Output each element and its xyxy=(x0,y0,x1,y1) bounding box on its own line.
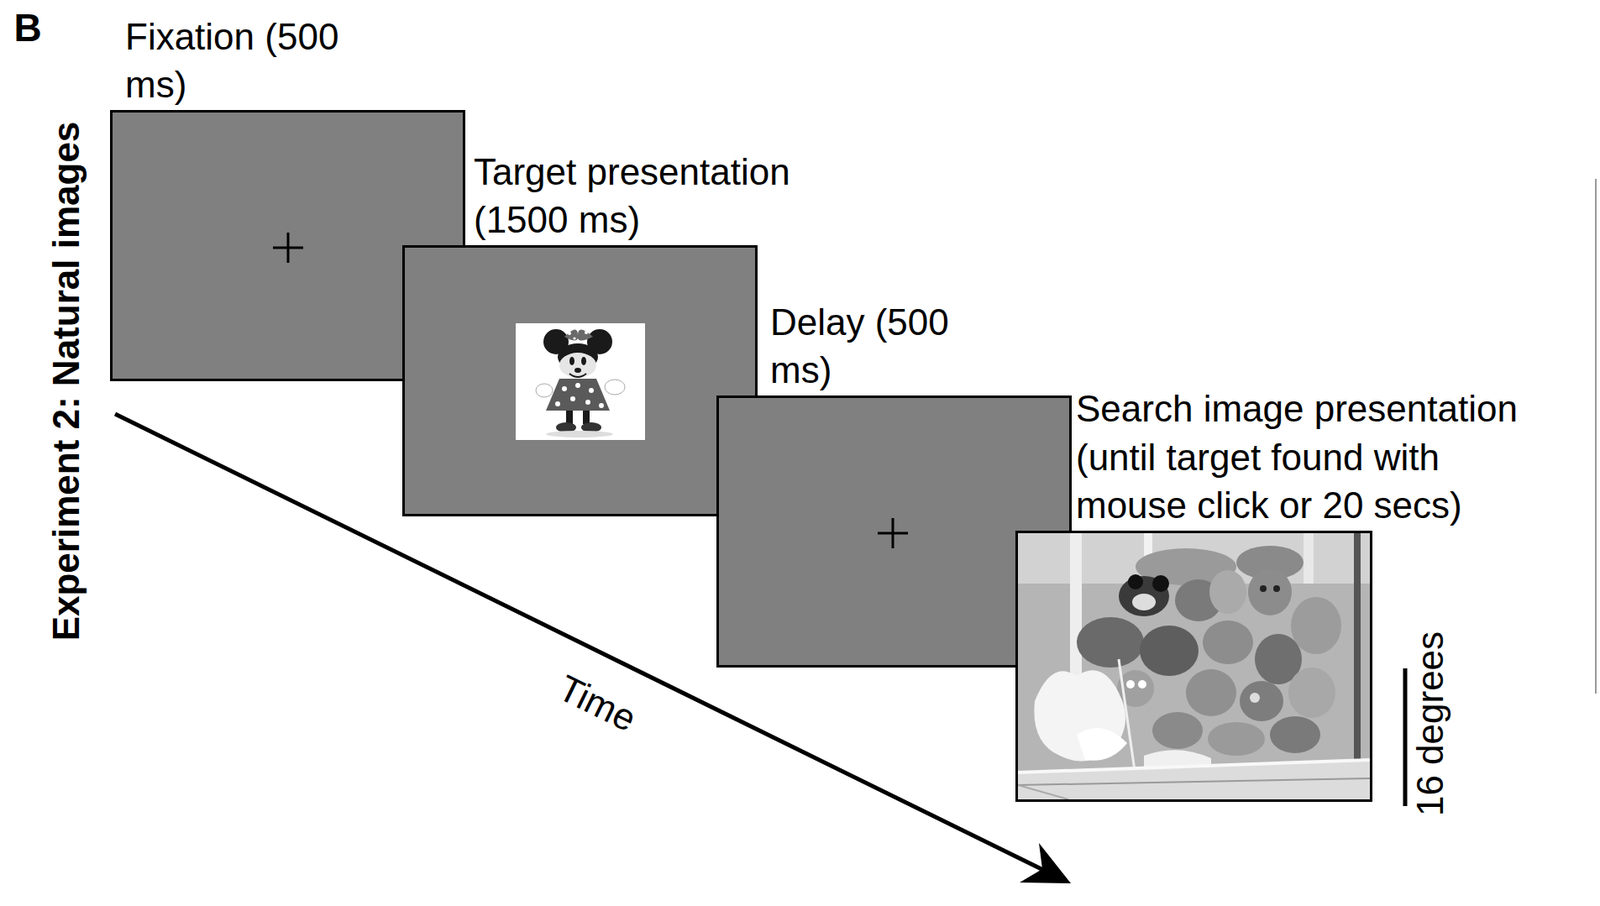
screen-panel: Target presentation (1500 ms) xyxy=(402,245,758,517)
stage-label: Fixation (500 ms) xyxy=(125,12,344,109)
stage-label: Target presentation (1500 ms) xyxy=(473,147,852,244)
annotation-label: Time xyxy=(550,666,644,742)
stage-label: Delay (500 ms) xyxy=(770,298,955,394)
axis-label: Experiment 2: Natural images xyxy=(44,121,90,642)
screen-panel: Search image presentation (until target … xyxy=(1015,530,1373,803)
target-image xyxy=(404,247,756,515)
search-image xyxy=(1017,533,1370,800)
scale-bar xyxy=(1403,668,1408,807)
axis-label: 16 degrees xyxy=(1408,631,1454,817)
panel-letter: B xyxy=(13,5,42,52)
stage-label: Search image presentation (until target … xyxy=(1075,384,1555,530)
time-arrow-head xyxy=(1019,843,1071,884)
panel-edge xyxy=(1594,178,1597,694)
